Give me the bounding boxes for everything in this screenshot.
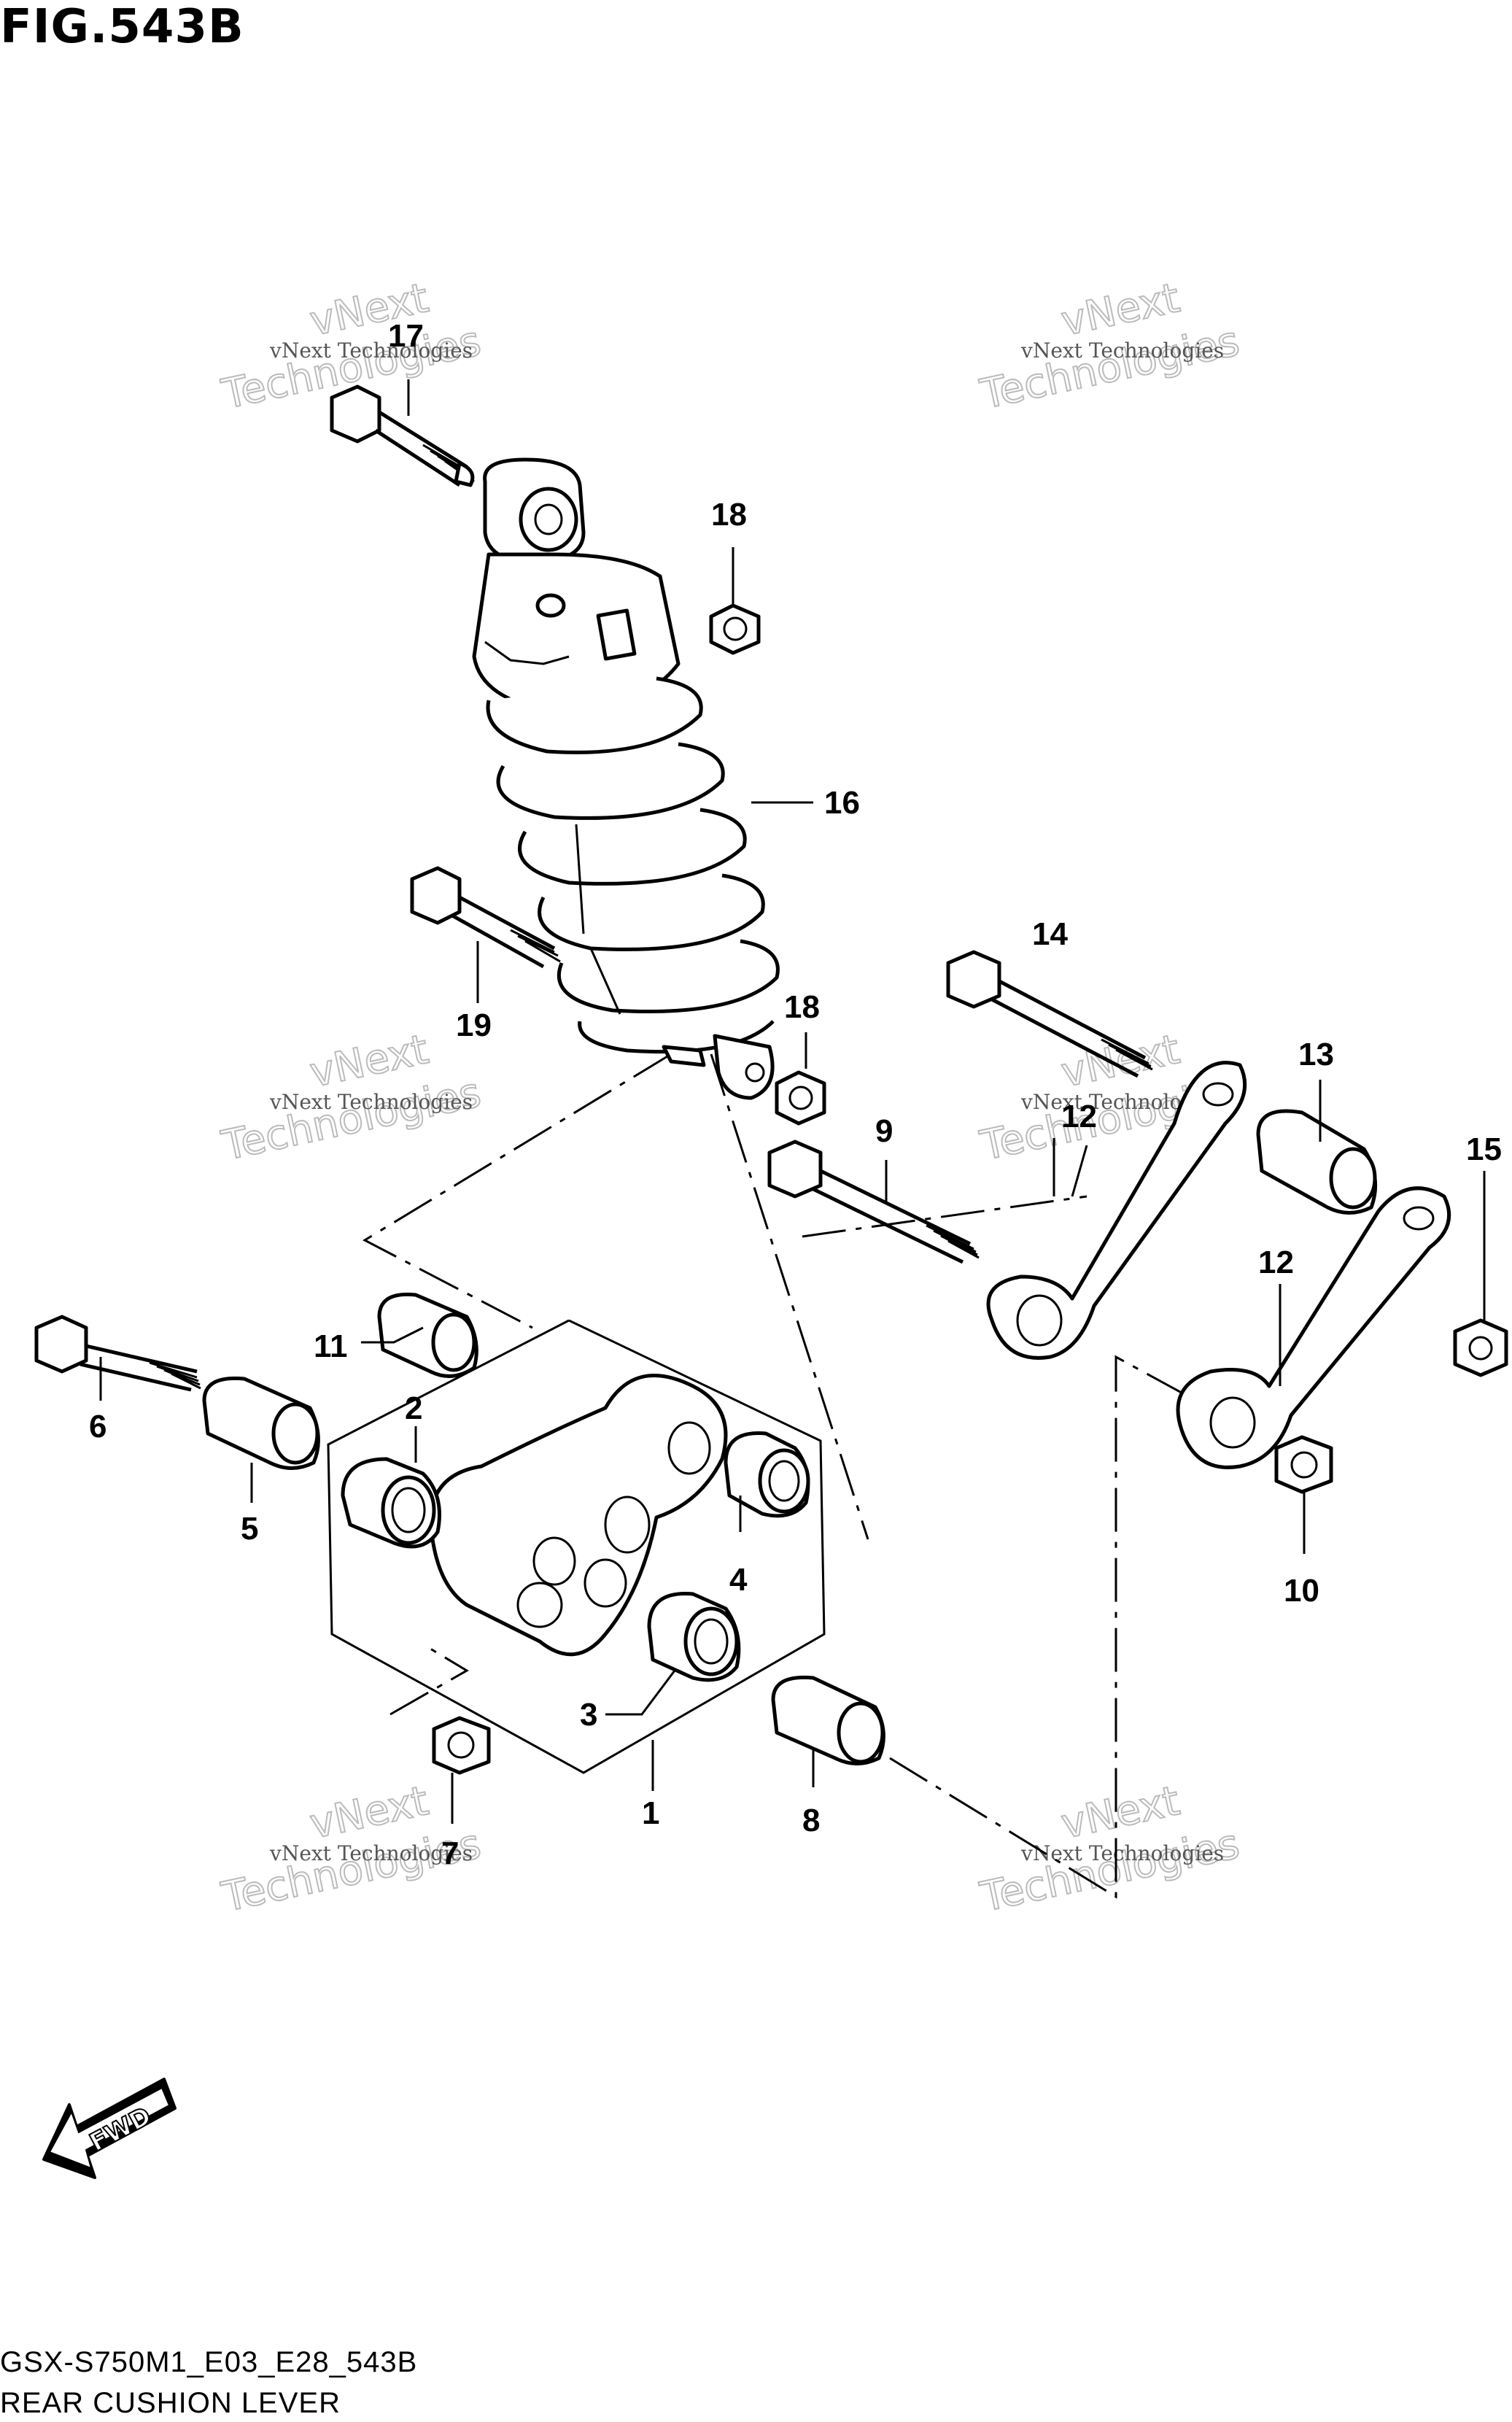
needle-bearing-3 <box>647 1592 741 1682</box>
collar-13 <box>1256 1109 1378 1215</box>
shock-spring <box>486 676 780 1054</box>
figure-title: FIG.543B <box>0 0 244 54</box>
svg-text:vNext Technologies: vNext Technologies <box>269 338 473 363</box>
callout-leaders <box>99 379 1486 1824</box>
callout-19: 19 <box>456 1007 492 1043</box>
shock-lower-nut <box>775 1070 826 1126</box>
callout-15: 15 <box>1466 1131 1502 1167</box>
cushion-rod-12-upper <box>986 1061 1247 1360</box>
shock-upper-nut <box>709 603 761 655</box>
assembly-dash-lines <box>362 1053 1197 1899</box>
callout-5: 5 <box>241 1511 258 1547</box>
rear-shock-absorber <box>472 457 780 1100</box>
rod-bolt-9 <box>767 1140 980 1264</box>
svg-text:vNext Technologies: vNext Technologies <box>1020 1841 1224 1865</box>
cushion-lever-frame-outline <box>327 1319 826 1774</box>
callout-8: 8 <box>802 1803 820 1838</box>
callout-17: 17 <box>388 318 424 354</box>
lever-bolt-6 <box>34 1315 201 1392</box>
callout-18-upper: 18 <box>711 497 747 533</box>
shock-lower-bolt <box>410 866 561 969</box>
callout-14: 14 <box>1032 916 1068 952</box>
callout-7: 7 <box>441 1835 459 1871</box>
cushion-lever <box>428 1374 728 1657</box>
svg-text:vNext Technologies: vNext Technologies <box>269 1090 473 1114</box>
callout-4: 4 <box>729 1562 748 1598</box>
watermark-mid-left: vNext Technologies vNext Technologies <box>217 1025 485 1171</box>
forward-direction-arrow: FWD <box>42 2078 177 2179</box>
cushion-rod-12-lower <box>1176 1186 1451 1469</box>
callout-6: 6 <box>89 1409 106 1444</box>
callout-2: 2 <box>405 1390 422 1426</box>
svg-text:vNext Technologies: vNext Technologies <box>1020 338 1224 363</box>
callout-12-lower: 12 <box>1258 1245 1294 1280</box>
footer-section-name: REAR CUSHION LEVER <box>0 2387 341 2419</box>
svg-text:vNext Technologies: vNext Technologies <box>269 1841 473 1865</box>
collar-11 <box>377 1292 478 1378</box>
callout-13: 13 <box>1298 1037 1334 1072</box>
watermark-top-right: vNext Technologies vNext Technologies <box>975 274 1244 419</box>
rod-bolt-14 <box>946 950 1153 1078</box>
lever-nut-7 <box>432 1716 491 1775</box>
footer-model-code: GSX-S750M1_E03_E28_543B <box>0 2346 418 2378</box>
rod-nut-10 <box>1274 1435 1333 1494</box>
callout-16: 16 <box>824 785 860 821</box>
watermark-bottom-right: vNext Technologies vNext Technologies <box>975 1776 1244 1922</box>
needle-bearing-4 <box>724 1431 810 1518</box>
rod-nut-15 <box>1453 1318 1508 1377</box>
callout-18-lower: 18 <box>784 989 820 1025</box>
shock-upper-bolt <box>330 384 475 487</box>
callout-11: 11 <box>314 1328 348 1364</box>
collar-5 <box>202 1376 320 1470</box>
collar-8 <box>771 1675 885 1765</box>
callout-12-upper: 12 <box>1061 1099 1097 1134</box>
callout-1: 1 <box>642 1795 659 1831</box>
callout-9: 9 <box>875 1113 893 1149</box>
callout-3: 3 <box>580 1697 597 1733</box>
needle-bearing-2 <box>341 1457 441 1549</box>
callout-numbers: 17 18 16 19 18 9 14 12 13 15 12 10 2 4 3… <box>89 318 1502 1871</box>
callout-10: 10 <box>1284 1573 1319 1609</box>
